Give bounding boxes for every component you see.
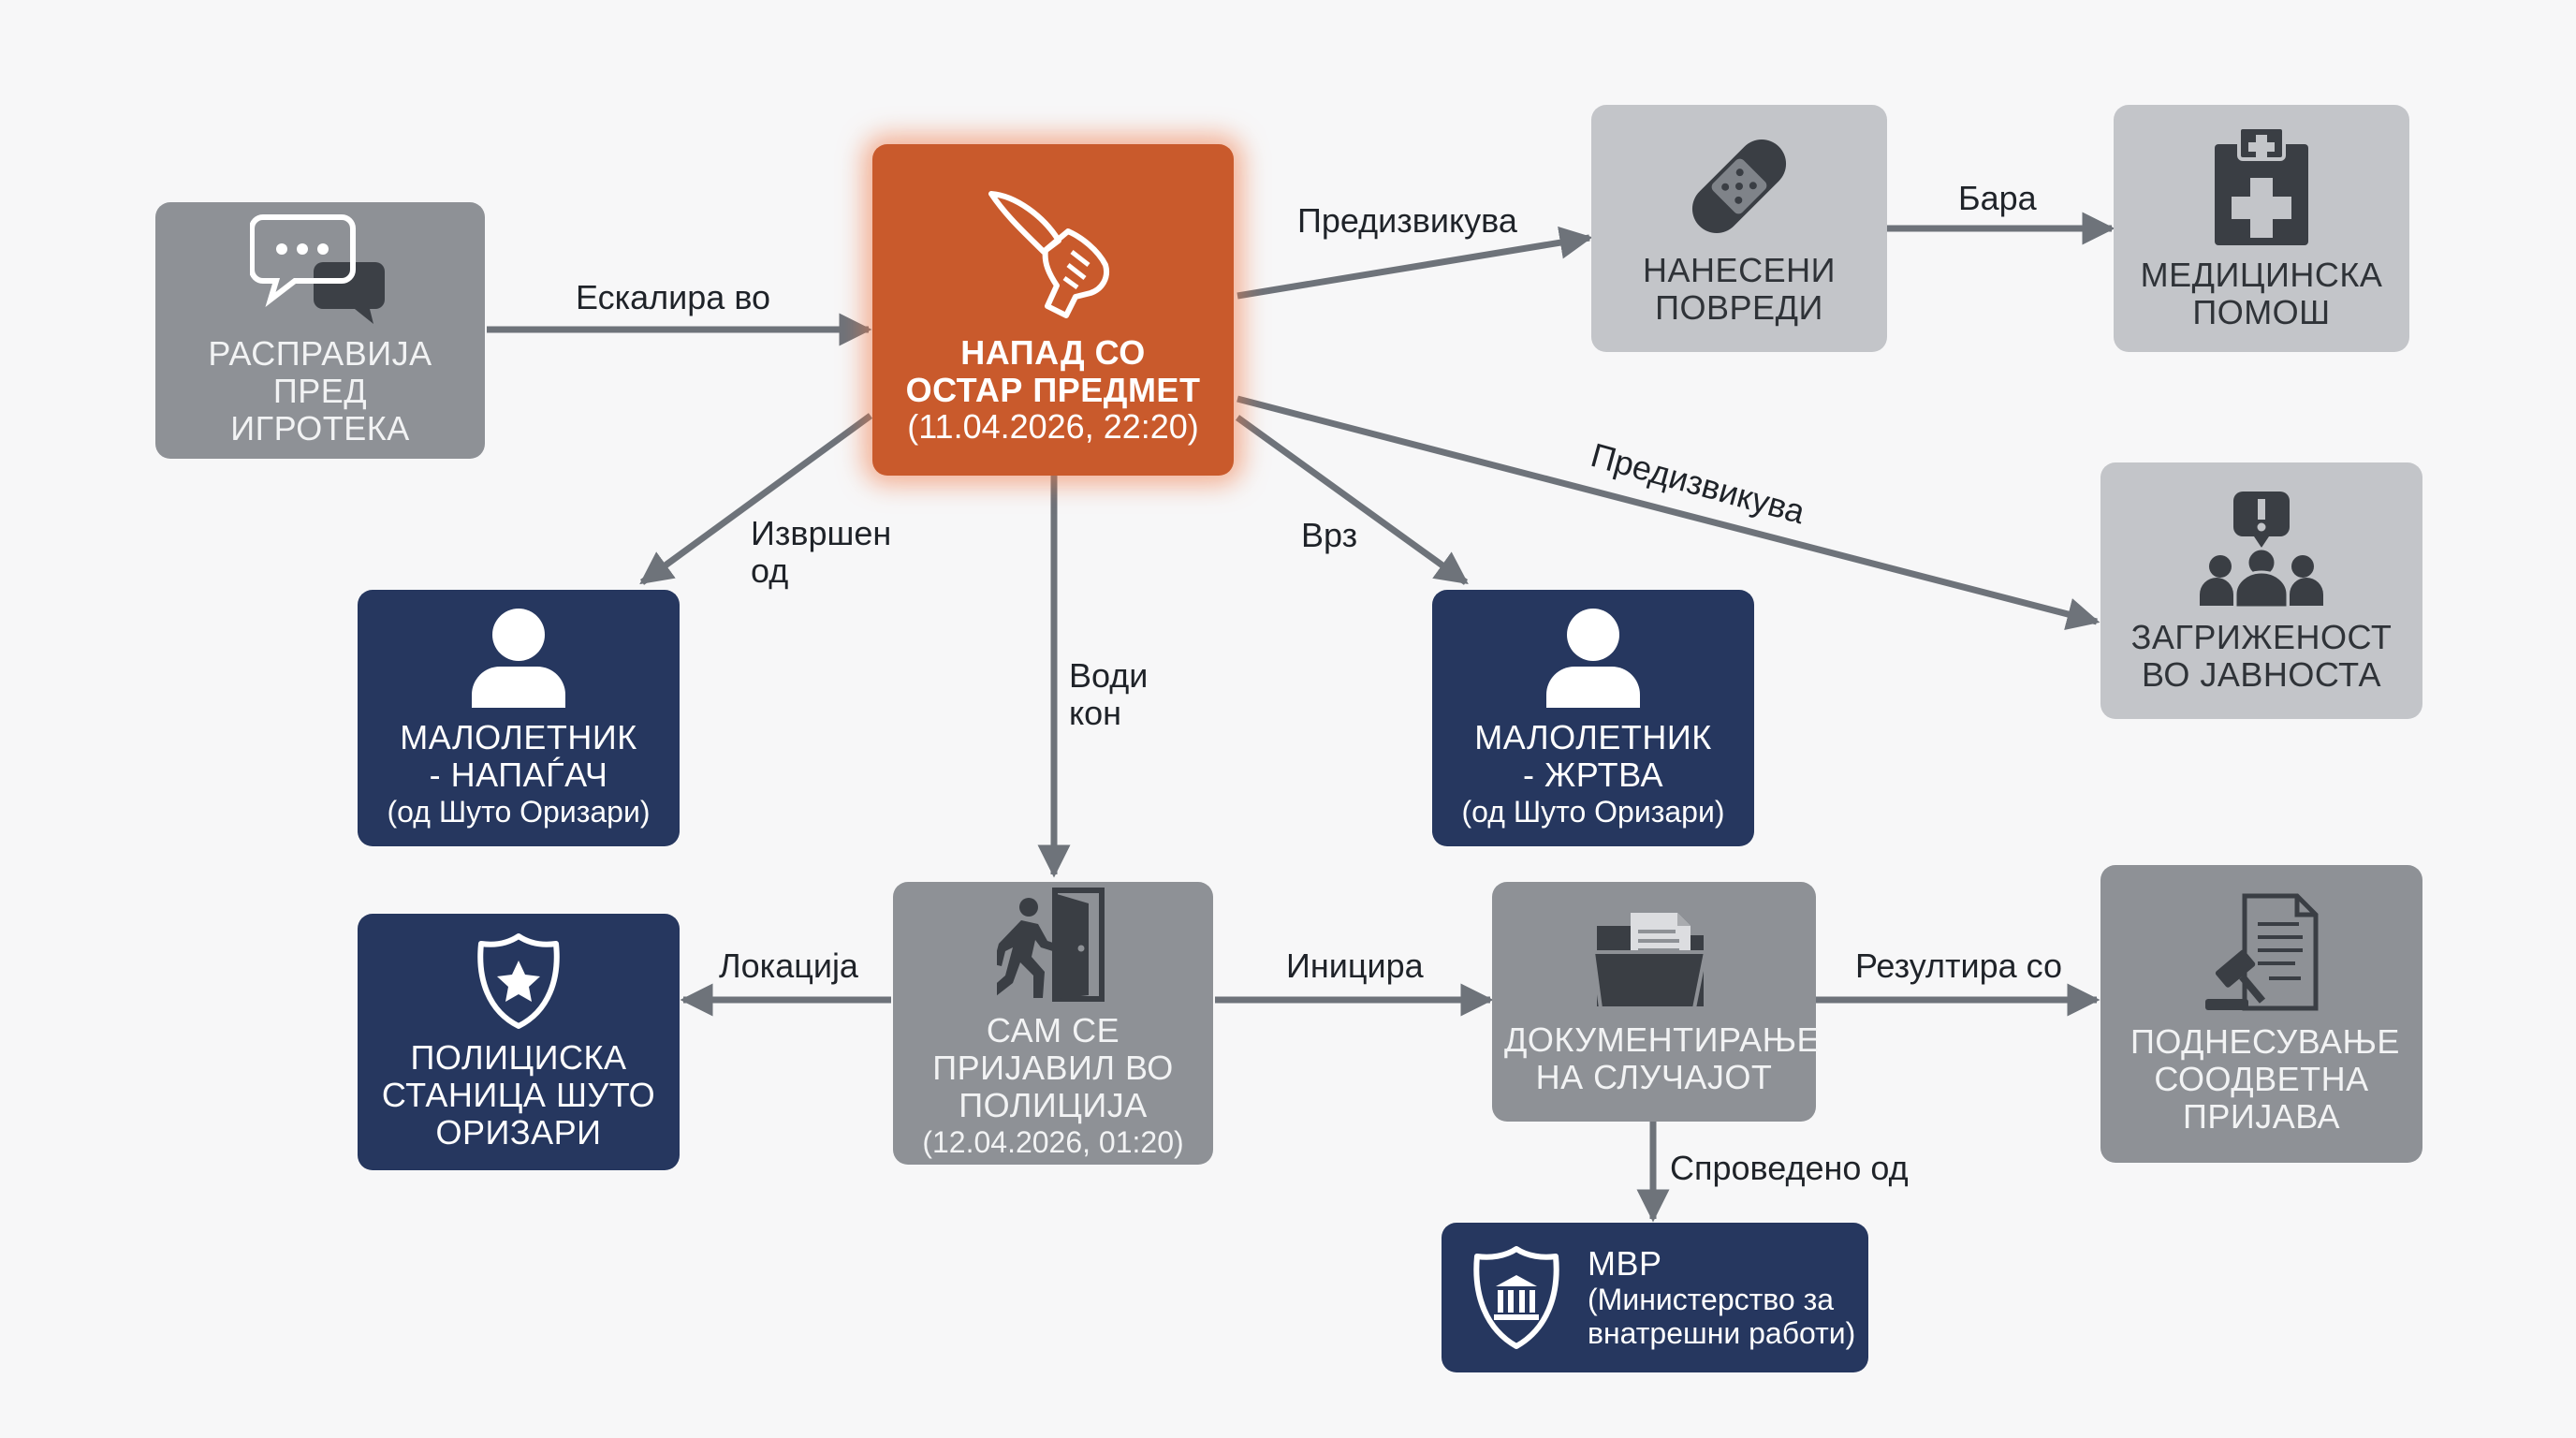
gavel-document-icon [2205, 893, 2319, 1011]
edge-label-escalates: Ескалира во [576, 278, 771, 316]
chat-bubbles-icon [250, 214, 385, 324]
node-mvr: МВР (Министерство за внатрешни работи) [1442, 1223, 1868, 1372]
edge-label-against: Врз [1301, 516, 1358, 554]
edge-label-conducted-by: Спроведено од [1670, 1149, 1909, 1187]
police-badge-icon [477, 933, 560, 1029]
edge-causes-public [1237, 395, 2100, 631]
node-documentation-title: ДОКУМЕНТИРАЊЕ НА СЛУЧАЈОТ [1504, 1020, 1820, 1096]
node-mvr-subtitle: (Министерство за внатрешни работи) [1588, 1283, 1856, 1350]
node-medical-title: МЕДИЦИНСКА ПОМОШ [2140, 256, 2383, 331]
node-public-title: ЗАГРИЖЕНОСТ ВО ЈАВНОСТА [2130, 618, 2393, 694]
edge-label-requires: Бара [1958, 179, 2037, 217]
node-report: ПОДНЕСУВАЊЕ СООДВЕТНА ПРИЈАВА [2100, 865, 2422, 1163]
node-report-title: ПОДНЕСУВАЊЕ СООДВЕТНА ПРИЈАВА [2130, 1022, 2400, 1136]
node-surrender-title: САМ СЕ ПРИЈАВИЛ ВО ПОЛИЦИЈА [932, 1011, 1174, 1124]
node-victim: МАЛОЛЕТНИК - ЖРТВА (од Шуто Оризари) [1432, 590, 1754, 846]
edge-label-leads-to: Води кон [1069, 656, 1149, 732]
node-station-title: ПОЛИЦИСКА СТАНИЦА ШУТО ОРИЗАРИ [381, 1038, 656, 1152]
bandage-icon [1691, 139, 1787, 234]
node-injuries-title: НАНЕСЕНИ ПОВРЕДИ [1643, 251, 1836, 327]
folder-icon [1593, 913, 1708, 1010]
edge-perpetrated-by [639, 413, 873, 585]
node-documentation: ДОКУМЕНТИРАЊЕ НА СЛУЧАЈОТ [1492, 882, 1820, 1122]
person-icon [1546, 609, 1640, 708]
node-attacker: МАЛОЛЕТНИК - НАПАЃАЧ (од Шуто Оризари) [358, 590, 680, 846]
node-dispute: РАСПРАВИЈА ПРЕД ИГРОТЕКА [155, 202, 485, 459]
edge-against [1235, 415, 1469, 585]
node-attacker-subtitle: (од Шуто Оризари) [387, 795, 651, 829]
node-victim-title: МАЛОЛЕТНИК - ЖРТВА [1474, 718, 1712, 794]
node-victim-subtitle: (од Шуто Оризари) [1461, 795, 1725, 829]
concerned-people-icon [2200, 492, 2323, 609]
node-mvr-text: МВР (Министерство за внатрешни работи) [1588, 1244, 1868, 1351]
node-attack-title: НАПАД СО ОСТАР ПРЕДМЕТ [905, 333, 1201, 409]
node-public: ЗАГРИЖЕНОСТ ВО ЈАВНОСТА [2100, 462, 2422, 719]
node-surrender: САМ СЕ ПРИЈАВИЛ ВО ПОЛИЦИЈА (12.04.2026,… [893, 882, 1213, 1165]
node-attack: НАПАД СО ОСТАР ПРЕДМЕТ (11.04.2026, 22:2… [872, 144, 1234, 476]
node-attacker-title: МАЛОЛЕТНИК - НАПАЃАЧ [400, 718, 637, 794]
hospital-icon [2215, 125, 2308, 245]
node-surrender-subtitle: (12.04.2026, 01:20) [922, 1125, 1184, 1159]
node-dispute-title: РАСПРАВИЈА ПРЕД ИГРОТЕКА [208, 334, 432, 448]
person-icon [472, 609, 565, 708]
node-mvr-title: МВР [1588, 1244, 1662, 1283]
edge-label-results-in: Резултира со [1855, 946, 2063, 985]
government-shield-icon [1473, 1246, 1559, 1349]
edge-label-location: Локација [719, 946, 858, 985]
node-injuries: НАНЕСЕНИ ПОВРЕДИ [1591, 105, 1887, 352]
node-attack-subtitle: (11.04.2026, 22:20) [907, 407, 1199, 446]
edge-label-causes-injuries: Предизвикува [1297, 201, 1517, 240]
node-station: ПОЛИЦИСКА СТАНИЦА ШУТО ОРИЗАРИ [358, 914, 680, 1170]
door-walk-icon [997, 888, 1105, 1002]
edge-causes-injuries [1237, 226, 1593, 300]
edge-label-perpetrated-by: Извршен од [751, 514, 892, 590]
edge-label-initiates: Иницира [1286, 946, 1424, 985]
node-medical: МЕДИЦИНСКА ПОМОШ [2114, 105, 2409, 352]
knife-hand-icon [988, 191, 1109, 318]
